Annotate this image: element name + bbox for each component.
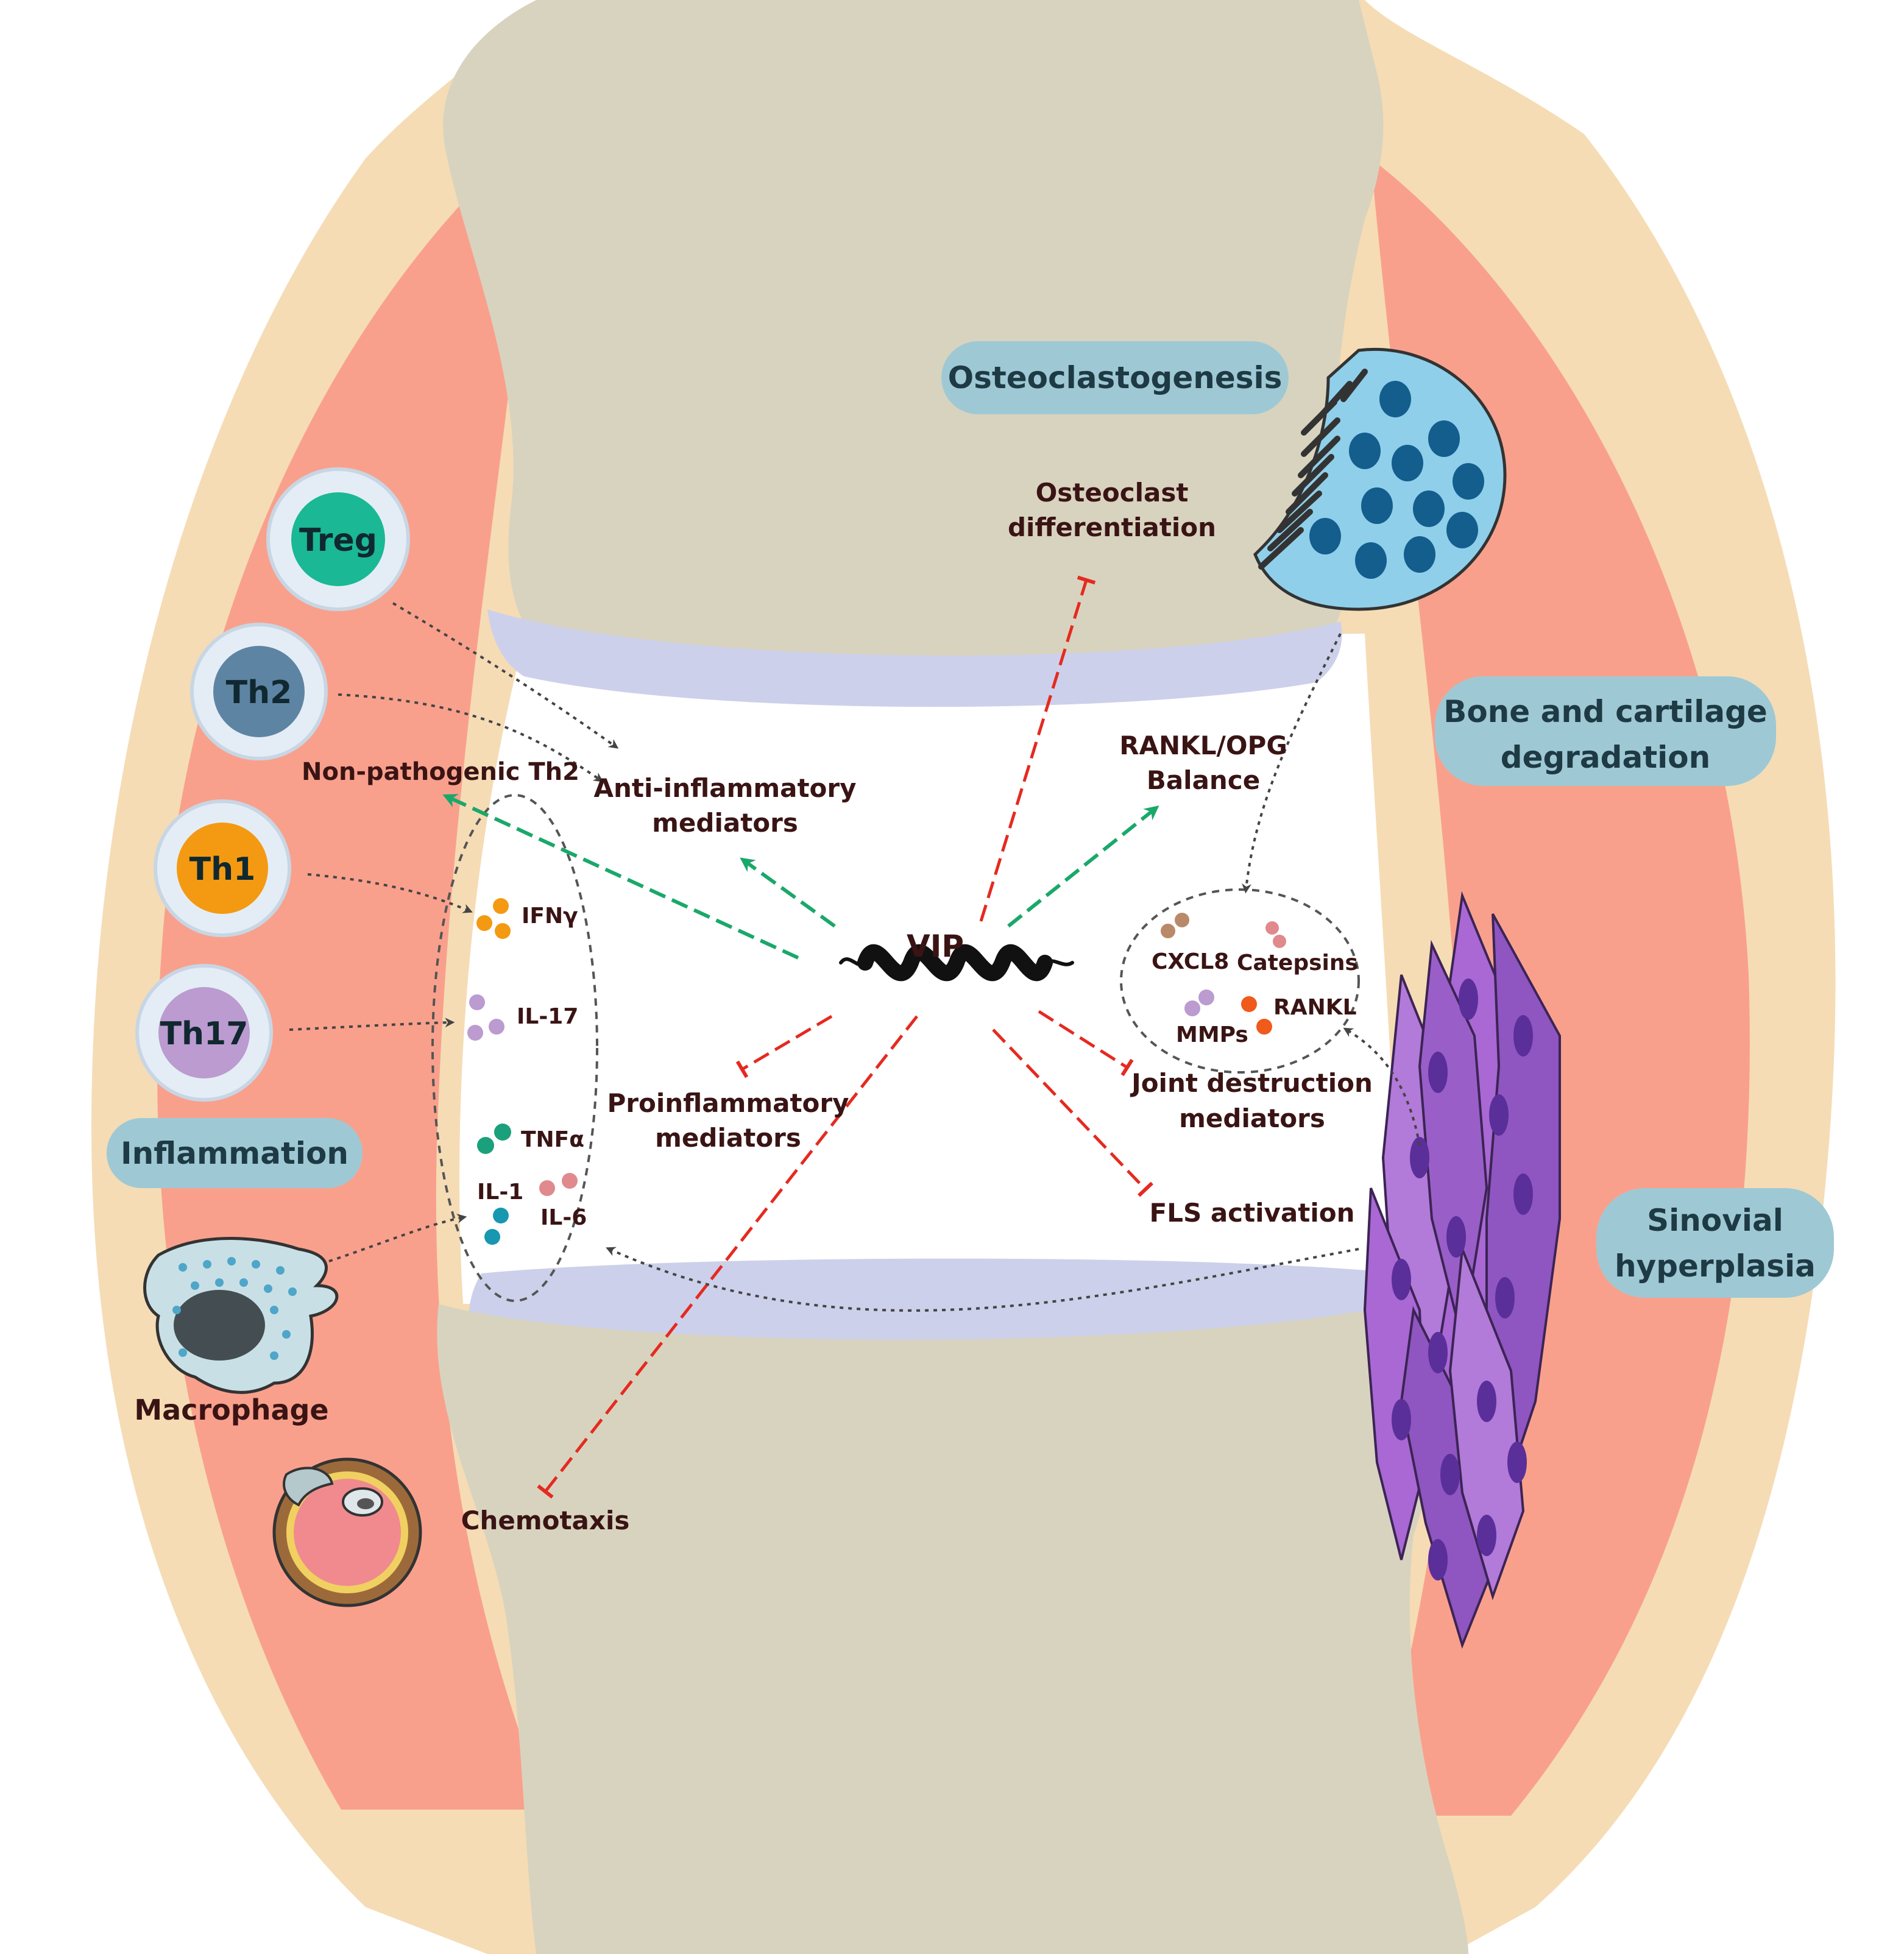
vip-to-anti-inflammatory-arrow bbox=[740, 857, 836, 928]
bone-cartilage-label-2: degradation bbox=[1501, 740, 1710, 775]
ifng-dots bbox=[476, 898, 511, 939]
vip-to-rankl-opg-arrow bbox=[1007, 805, 1159, 928]
sinovial-label-2: hyperplasia bbox=[1615, 1248, 1816, 1284]
osteoclast-label-1: Osteoclast bbox=[1036, 478, 1189, 508]
ifng-label: IFNγ bbox=[522, 904, 578, 929]
mmps-dots bbox=[1184, 989, 1214, 1016]
tnfa-label: TNFα bbox=[521, 1127, 584, 1152]
th1-label: Th1 bbox=[189, 851, 256, 888]
cxcl8-label: CXCL8 bbox=[1152, 949, 1229, 974]
th17-label: Th17 bbox=[160, 1016, 249, 1052]
osteoclastogenesis-label: Osteoclastogenesis bbox=[948, 360, 1283, 395]
vip-label: VIP bbox=[907, 929, 964, 964]
fibroblast-to-cytokines bbox=[606, 1247, 1359, 1312]
th17-to-cytokines bbox=[289, 1018, 455, 1031]
th1-cell: Th1 bbox=[154, 799, 291, 937]
il6-label: IL-6 bbox=[540, 1205, 587, 1230]
pill-osteoclastogenesis: Osteoclastogenesis bbox=[941, 341, 1289, 414]
catepsins-label: Catepsins bbox=[1237, 950, 1358, 975]
pill-sinovial-hyperplasia: Sinovial hyperplasia bbox=[1596, 1188, 1834, 1298]
upper-bone bbox=[443, 0, 1384, 707]
vip-inhibits-proinflammatory bbox=[735, 1014, 833, 1078]
inflammation-label: Inflammation bbox=[121, 1136, 349, 1171]
vip-to-non-pathogenic-th2-arrow bbox=[442, 794, 799, 960]
lower-bone bbox=[437, 1258, 1468, 1954]
th2-label: Th2 bbox=[226, 674, 292, 711]
fls-activation-label: FLS activation bbox=[1150, 1198, 1355, 1228]
osteoclast-to-joint-mediators bbox=[1242, 633, 1342, 894]
tnfa-dots bbox=[477, 1124, 511, 1154]
proinflammatory-cytokines-group bbox=[431, 794, 598, 1302]
vip-inhibits-chemotaxis bbox=[537, 1015, 918, 1499]
th1-to-cytokines bbox=[307, 873, 473, 913]
upper-cartilage bbox=[487, 609, 1342, 707]
anti-inflammatory-label-1: Anti-inflammatory bbox=[594, 773, 857, 803]
synovium-left bbox=[157, 165, 548, 1810]
proinflammatory-label-1: Proinflammatory bbox=[607, 1088, 849, 1118]
vip-inhibits-joint-destruction bbox=[1038, 1010, 1134, 1077]
treg-label: Treg bbox=[299, 522, 377, 559]
pill-inflammation: Inflammation bbox=[107, 1118, 363, 1188]
rankl-label: RANKL bbox=[1273, 995, 1357, 1020]
il1-label: IL-1 bbox=[477, 1180, 523, 1205]
rankl-opg-label-2: Balance bbox=[1147, 765, 1260, 795]
helix-icon bbox=[839, 944, 1074, 982]
proinflammatory-label-2: mediators bbox=[655, 1123, 801, 1153]
il6-dots bbox=[539, 1173, 578, 1196]
mmps-label: MMPs bbox=[1176, 1022, 1248, 1047]
fibroblast-to-joint-mediators bbox=[1343, 1027, 1421, 1146]
th2-cell: Th2 bbox=[190, 623, 328, 760]
anti-inflammatory-label-2: mediators bbox=[652, 808, 798, 838]
rankl-opg-label-1: RANKL/OPG bbox=[1119, 731, 1287, 760]
chemotaxis-label: Chemotaxis bbox=[461, 1506, 630, 1535]
joint-destruction-label-1: Joint destruction bbox=[1130, 1068, 1373, 1098]
il17-dots bbox=[467, 994, 504, 1041]
macrophage-icon bbox=[143, 1237, 339, 1394]
bone-cartilage-label-1: Bone and cartilage bbox=[1443, 694, 1768, 729]
treg-cell: Treg bbox=[266, 467, 410, 611]
pill-bone-cartilage-degradation: Bone and cartilage degradation bbox=[1435, 676, 1776, 786]
rankl-dots bbox=[1241, 996, 1272, 1035]
vip-inhibits-osteoclast-differentiation bbox=[979, 575, 1096, 922]
fibroblast-icon bbox=[1363, 891, 1561, 1649]
macrophage-label: Macrophage bbox=[134, 1393, 328, 1426]
blood-vessel-icon bbox=[272, 1457, 422, 1607]
vip-inhibits-fls-activation bbox=[992, 1028, 1153, 1197]
osteoclast-icon bbox=[1253, 348, 1507, 611]
non-pathogenic-th2-label: Non-pathogenic Th2 bbox=[302, 758, 579, 786]
il1-dots bbox=[484, 1208, 509, 1245]
catepsins-dots bbox=[1265, 921, 1286, 948]
th17-cell: Th17 bbox=[135, 964, 273, 1102]
sinovial-label-1: Sinovial bbox=[1647, 1203, 1783, 1238]
joint-destruction-mediators-group bbox=[1120, 888, 1360, 1074]
cxcl8-dots bbox=[1161, 913, 1189, 938]
th2-to-anti-inflammatory bbox=[338, 693, 604, 782]
joint-destruction-label-2: mediators bbox=[1179, 1103, 1325, 1133]
il17-label: IL-17 bbox=[517, 1004, 578, 1029]
macrophage-to-cytokines bbox=[328, 1214, 467, 1262]
osteoclast-label-2: differentiation bbox=[1008, 512, 1216, 542]
